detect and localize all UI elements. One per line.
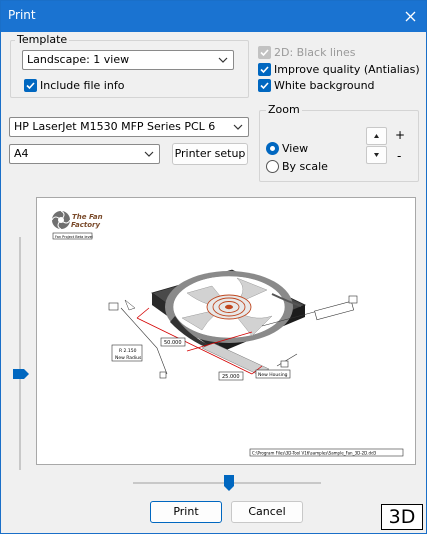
printer-select[interactable]: HP LaserJet M1530 MFP Series PCL 6 [9, 117, 249, 137]
printer-setup-button[interactable]: Printer setup [172, 143, 248, 165]
title-bar[interactable]: Print [1, 1, 426, 32]
template-group-label: Template [15, 33, 70, 46]
logo-text-1: The Fan [72, 213, 103, 221]
window-title: Print [8, 8, 36, 22]
chevron-down-icon [218, 57, 228, 63]
close-button[interactable] [396, 1, 426, 32]
preview-drawing: The Fan Factory Fan Project Beta level [51, 210, 404, 457]
dim-bottom-label: 25.000 [222, 374, 240, 380]
fan-model [151, 269, 306, 375]
checkmark-icon [258, 78, 271, 92]
black-lines-label: 2D: Black lines [274, 45, 356, 59]
checkmark-icon [258, 62, 271, 76]
print-button[interactable]: Print [150, 501, 222, 523]
fan-factory-logo: The Fan Factory Fan Project Beta level [51, 210, 103, 240]
chevron-down-icon [233, 124, 243, 130]
housing-label: New Housing [258, 372, 288, 378]
checkmark-icon [258, 45, 271, 59]
printer-select-value: HP LaserJet M1530 MFP Series PCL 6 [14, 120, 216, 133]
white-background-checkbox[interactable]: White background [258, 77, 375, 93]
zoom-view-label: View [282, 141, 309, 155]
zoom-down-button[interactable] [366, 146, 387, 164]
radius-label-1: R 2.150 [119, 348, 137, 354]
vertical-slider-track [19, 237, 21, 470]
triangle-down-icon [374, 153, 379, 157]
triangle-up-icon [374, 134, 379, 138]
paper-size-value: A4 [14, 147, 29, 160]
zoom-view-radio[interactable]: View [266, 140, 308, 156]
zoom-by-scale-radio[interactable]: By scale [266, 158, 328, 174]
radio-unselected-icon [266, 159, 279, 173]
logo-text-2: Factory [71, 221, 100, 229]
radius-label-2: New Radius [115, 355, 142, 361]
radio-selected-icon [266, 141, 279, 155]
zoom-group-label: Zoom [266, 103, 302, 116]
chevron-down-icon [144, 151, 154, 157]
zoom-group [259, 110, 419, 182]
vertical-slider-thumb[interactable] [13, 368, 29, 379]
dimension-annotations: 50.000 25.000 R 2.150 New Radius New Hou… [108, 295, 358, 381]
3d-logo-badge: 3D [381, 504, 423, 530]
white-background-label: White background [274, 78, 375, 92]
file-path-label: C:\Program Files\3D-Tool V16\samples\Sam… [252, 451, 377, 456]
zoom-up-button[interactable] [366, 127, 387, 145]
improve-quality-checkbox[interactable]: Improve quality (Antialias) [258, 61, 420, 77]
include-file-info-label: Include file info [40, 78, 125, 92]
logo-caption: Fan Project Beta level [55, 235, 93, 239]
include-file-info-checkbox[interactable]: Include file info [24, 77, 124, 93]
black-lines-checkbox[interactable]: 2D: Black lines [258, 44, 356, 60]
zoom-minus-label: - [397, 149, 402, 163]
zoom-by-scale-label: By scale [282, 159, 328, 173]
close-icon [405, 11, 416, 22]
vertical-slider[interactable] [13, 237, 29, 470]
template-group [10, 40, 249, 98]
template-select-value: Landscape: 1 view [27, 53, 130, 66]
cancel-button[interactable]: Cancel [231, 501, 303, 523]
print-preview: The Fan Factory Fan Project Beta level [36, 197, 416, 465]
improve-quality-label: Improve quality (Antialias) [274, 62, 420, 76]
zoom-plus-label: + [395, 128, 406, 142]
template-select[interactable]: Landscape: 1 view [22, 50, 234, 70]
dim-top-label: 50.000 [164, 340, 182, 346]
checkmark-icon [24, 78, 37, 92]
horizontal-slider-thumb[interactable] [223, 475, 234, 491]
horizontal-slider[interactable] [133, 475, 321, 493]
paper-size-select[interactable]: A4 [9, 144, 160, 164]
